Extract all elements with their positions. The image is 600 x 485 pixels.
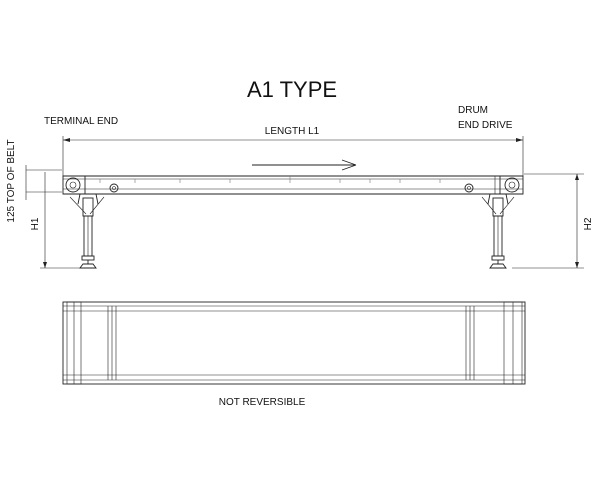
plan-note: NOT REVERSIBLE <box>219 397 306 408</box>
direction-arrow-icon <box>252 159 357 171</box>
right-dimension <box>512 173 584 269</box>
left-stand <box>69 193 105 269</box>
drive-end-label-line1: DRUM <box>458 105 488 116</box>
terminal-end-label: TERMINAL END <box>44 116 118 127</box>
h1-label: H1 <box>30 217 41 230</box>
h2-label: H2 <box>583 217 594 230</box>
drive-drum <box>494 175 524 195</box>
drawing-title: A1 TYPE <box>247 77 337 102</box>
top-of-belt-label: 125 TOP OF BELT <box>6 139 17 222</box>
drive-end-label-line2: END DRIVE <box>458 120 513 131</box>
conveyor-elevation <box>63 175 523 195</box>
right-stand <box>481 193 515 269</box>
terminal-pulley <box>62 175 86 195</box>
length-label: LENGTH L1 <box>265 126 320 137</box>
left-dimensions <box>25 165 80 269</box>
length-dimension <box>62 136 524 176</box>
conveyor-plan-view <box>62 301 526 385</box>
